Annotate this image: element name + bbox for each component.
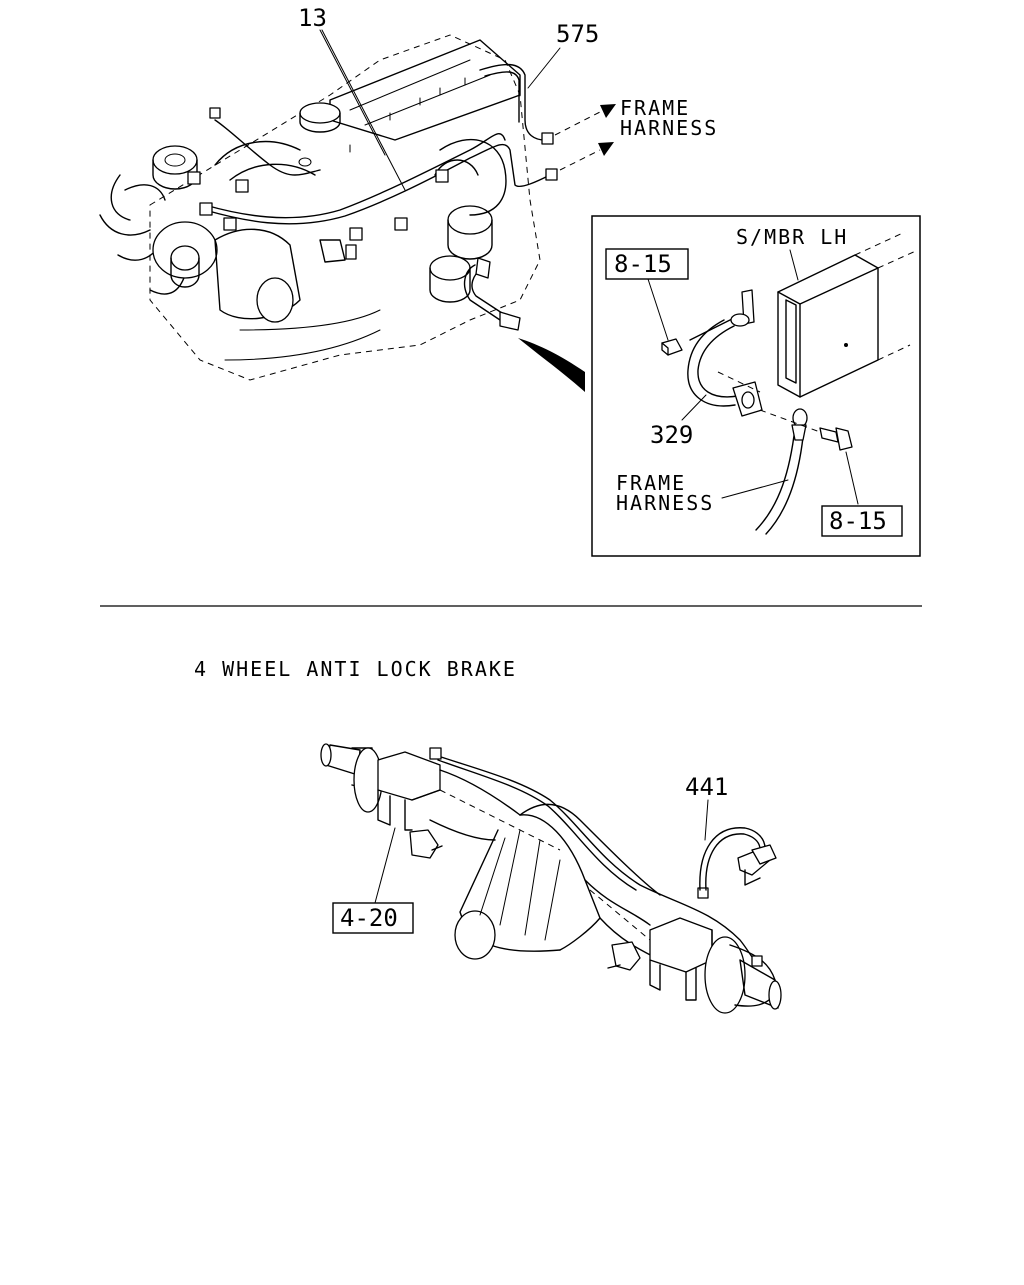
ref-box-4-20[interactable]: 4-20 — [332, 902, 414, 934]
callout-575-label: 575 — [556, 20, 599, 48]
frame-harness-arrows: FRAME HARNESS — [554, 96, 718, 171]
ref-8-15-top-label: 8-15 — [614, 250, 672, 278]
callout-441-leader — [704, 799, 709, 841]
ref-4-20-leader — [374, 827, 396, 904]
engine-illustration — [99, 34, 558, 381]
callout-13: 13 — [298, 4, 406, 191]
ref-box-8-15-bottom[interactable]: 8-15 — [821, 505, 903, 537]
callout-441-label: 441 — [685, 773, 728, 801]
side-member-label: S/MBR LH — [736, 225, 848, 249]
inset-frame-label-line1: FRAME — [616, 471, 686, 495]
detail-inset: S/MBR LH 329 8-15 — [591, 215, 921, 557]
ref-box-8-15-top[interactable]: 8-15 — [605, 248, 689, 280]
ref-4-20-label: 4-20 — [340, 904, 398, 932]
section-title: 4 WHEEL ANTI LOCK BRAKE — [194, 657, 517, 681]
callout-575: 575 — [527, 20, 599, 89]
frame-harness-cable — [755, 408, 853, 535]
ground-cable-329 — [687, 289, 763, 417]
rear-axle-illustration — [320, 743, 782, 1014]
callout-13-label: 13 — [298, 4, 327, 32]
ref-8-15-bottom-label: 8-15 — [829, 507, 887, 535]
frame-harness-label-line1: FRAME — [620, 96, 690, 120]
side-member-lh — [777, 231, 919, 398]
inset-frame-label-line2: HARNESS — [616, 491, 714, 515]
callout-329-label: 329 — [650, 421, 693, 449]
detail-pointer-arrow — [518, 338, 585, 392]
frame-harness-label-line2: HARNESS — [620, 116, 718, 140]
